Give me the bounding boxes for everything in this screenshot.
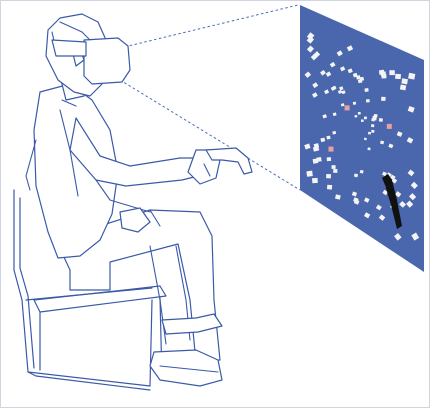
person <box>26 14 252 386</box>
cube <box>326 136 330 140</box>
cube <box>379 70 384 75</box>
cube <box>327 185 332 190</box>
cube <box>381 97 385 101</box>
vr-headset-strap <box>52 40 86 56</box>
cube <box>327 157 331 161</box>
target-cube <box>387 124 392 129</box>
cube <box>400 84 406 90</box>
cube <box>358 112 361 115</box>
cube <box>313 158 319 163</box>
cube <box>361 120 364 122</box>
cube <box>364 138 367 141</box>
cube <box>332 131 336 135</box>
vr-headset <box>84 38 130 84</box>
cube <box>312 178 318 183</box>
cube <box>326 174 331 178</box>
target-cube <box>345 105 350 110</box>
target-cube <box>329 147 334 152</box>
cube <box>354 115 357 118</box>
cube <box>395 74 401 79</box>
cube <box>401 78 408 84</box>
cube <box>333 169 337 173</box>
cube <box>368 132 371 135</box>
cube <box>379 118 383 122</box>
gaze-ray-top <box>120 5 298 48</box>
virtual-display <box>300 5 424 272</box>
cube <box>353 102 356 105</box>
cube <box>332 165 336 169</box>
cube <box>371 130 374 133</box>
cube <box>374 114 378 117</box>
cube <box>367 147 370 150</box>
cube <box>306 171 312 177</box>
cube <box>364 88 368 92</box>
cube <box>389 70 394 75</box>
cube <box>366 99 370 102</box>
cube <box>364 117 367 120</box>
display-panel <box>300 5 424 272</box>
cube <box>408 73 415 80</box>
cube <box>371 124 374 127</box>
cube <box>381 74 386 79</box>
